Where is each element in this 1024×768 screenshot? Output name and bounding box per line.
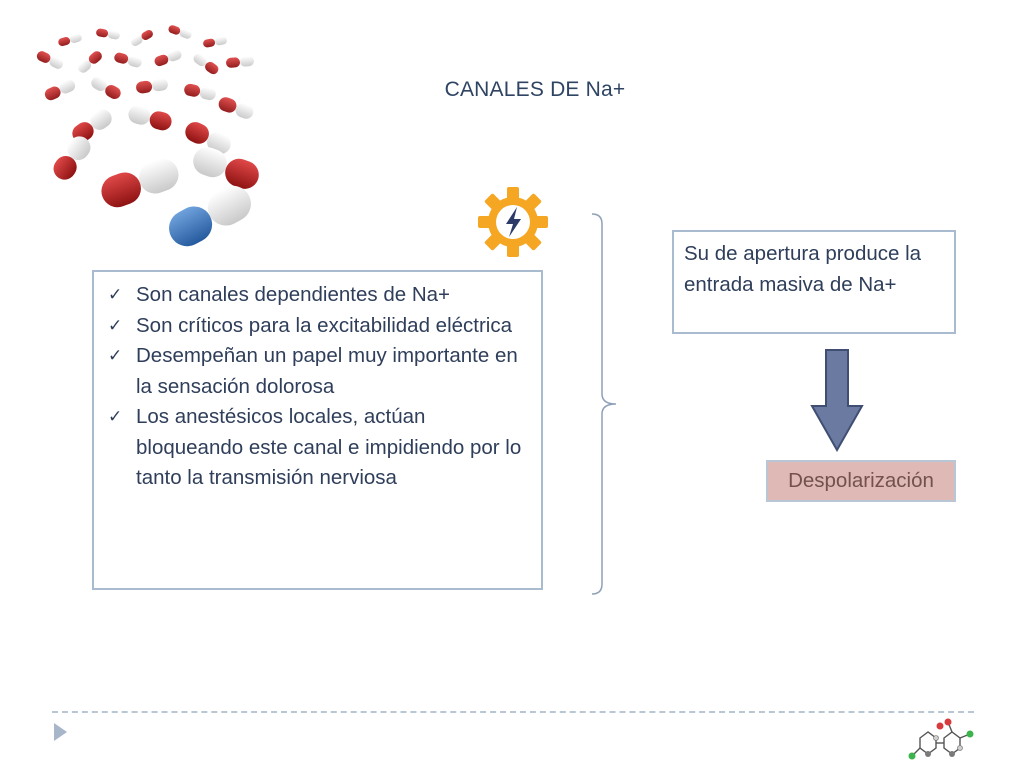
arrow-down-icon: [810, 349, 864, 452]
list-item: ✓ Desempeñan un papel muy importante en l…: [106, 341, 531, 402]
check-icon: ✓: [108, 407, 123, 427]
bullet-list-box: ✓ Son canales dependientes de Na+ ✓ Son cr…: [92, 270, 543, 590]
bullet-text: Los anestésicos locales, actúan bloquean…: [136, 405, 522, 489]
list-item: ✓ Son canales dependientes de Na+: [106, 280, 531, 311]
gear-lightning-icon: [478, 187, 548, 257]
effect-box: Su de apertura produce la entrada masiva…: [672, 230, 956, 334]
check-icon: ✓: [108, 285, 123, 305]
footer-divider: [52, 711, 974, 713]
result-box: Despolarización: [766, 460, 956, 502]
bullet-text: Desempeñan un papel muy importante en la…: [136, 344, 518, 398]
molecule-icon: [908, 718, 974, 760]
bullet-text: Son críticos para la excitabilidad eléct…: [136, 313, 513, 337]
capsules-image: [36, 25, 259, 247]
list-item: ✓ Los anestésicos locales, actúan bloquea…: [106, 402, 531, 494]
list-item: ✓ Son críticos para la excitabilidad eléc…: [106, 311, 531, 342]
check-icon: ✓: [108, 346, 123, 366]
check-icon: ✓: [108, 315, 123, 336]
right-brace: [591, 213, 617, 595]
triangle-right-icon[interactable]: [52, 722, 68, 742]
bullet-text: Son canales dependientes de Na+: [136, 283, 451, 306]
slide-title: CANALES DE Na+: [444, 78, 626, 101]
